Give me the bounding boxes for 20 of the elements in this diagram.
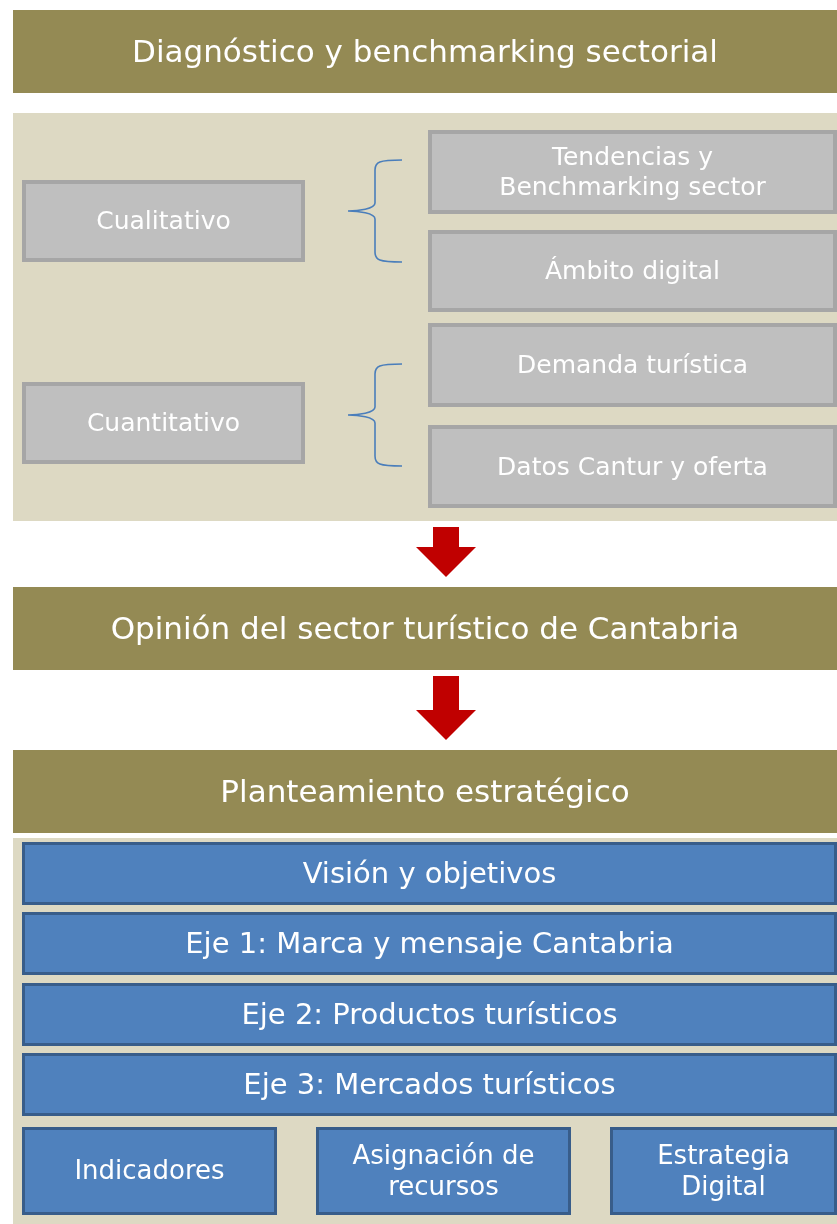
topic-box: Datos Cantur y oferta bbox=[428, 425, 837, 508]
strategy-box: Asignación de recursos bbox=[316, 1127, 571, 1215]
panel-background bbox=[13, 113, 837, 521]
header-band: Opinión del sector turístico de Cantabria bbox=[13, 587, 837, 670]
strategy-bar: Eje 3: Mercados turísticos bbox=[22, 1053, 837, 1116]
topic-box: Ámbito digital bbox=[428, 230, 837, 312]
strategy-box: Estrategia Digital bbox=[610, 1127, 837, 1215]
panel-background bbox=[13, 838, 837, 1224]
strategy-bar: Eje 1: Marca y mensaje Cantabria bbox=[22, 912, 837, 975]
header-band: Planteamiento estratégico bbox=[13, 750, 837, 833]
topic-box: Demanda turística bbox=[428, 323, 837, 407]
block-arrow bbox=[416, 676, 476, 740]
topic-box: Tendencias y Benchmarking sector bbox=[428, 130, 837, 214]
category-box: Cuantitativo bbox=[22, 382, 305, 464]
strategy-box: Indicadores bbox=[22, 1127, 277, 1215]
header-band: Diagnóstico y benchmarking sectorial bbox=[13, 10, 837, 93]
category-box: Cualitativo bbox=[22, 180, 305, 262]
strategy-bar: Visión y objetivos bbox=[22, 842, 837, 905]
strategy-bar: Eje 2: Productos turísticos bbox=[22, 983, 837, 1046]
block-arrow bbox=[416, 527, 476, 577]
